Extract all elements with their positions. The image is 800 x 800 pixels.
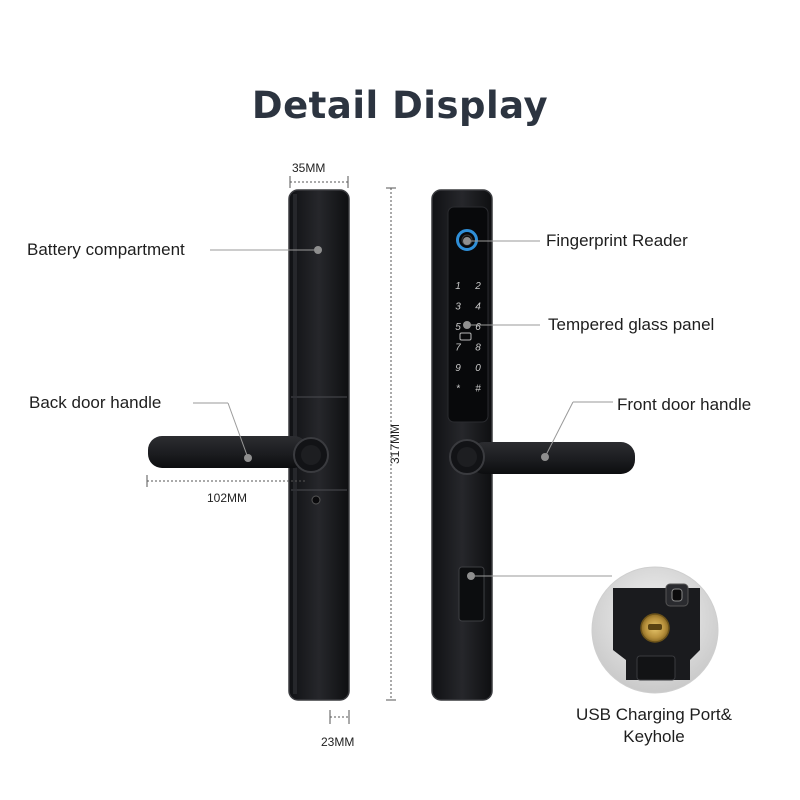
keypad-key: 1 (455, 281, 461, 292)
keypad-key: 8 (475, 343, 481, 354)
keypad-key: 6 (475, 322, 481, 333)
usb-port-icon (671, 588, 683, 602)
back-lock (148, 189, 350, 701)
leader-lines (193, 240, 613, 577)
screw-icon (311, 495, 321, 505)
width-dimension-label: 35MM (292, 161, 326, 175)
handle-length-dimension-label: 102MM (207, 491, 248, 505)
usb-keyhole-label: USB Charging Port& Keyhole (576, 705, 732, 746)
keypad-key: 2 (474, 281, 481, 292)
tempered-glass-label: Tempered glass panel (548, 315, 715, 334)
front-door-handle-label: Front door handle (617, 395, 752, 414)
card-icon (459, 332, 472, 341)
keypad-key: * (456, 384, 461, 395)
fingerprint-icon (456, 229, 478, 251)
keypad-key: 3 (455, 302, 461, 313)
front-lock (431, 189, 635, 701)
depth-dimension-label: 23MM (321, 735, 355, 749)
page-title: Detail Display (251, 84, 549, 127)
keypad-key: 0 (475, 363, 481, 374)
keypad-key: 4 (475, 302, 481, 313)
back-door-handle-label: Back door handle (29, 393, 162, 412)
keypad-key: 5 (455, 322, 461, 333)
keypad-key: # (475, 384, 481, 395)
leader-dots (244, 237, 549, 580)
keypad-key: 9 (455, 363, 461, 374)
fingerprint-reader-label: Fingerprint Reader (546, 231, 688, 250)
dimension-lines (147, 181, 392, 718)
usb-keyhole-zoom (591, 566, 719, 694)
height-dimension-label: 317MM (388, 424, 402, 464)
keypad-key: 7 (455, 343, 461, 354)
battery-compartment-label: Battery compartment (27, 240, 185, 259)
keypad: 1 2 3 4 5 6 7 8 9 0 * # (455, 281, 481, 395)
